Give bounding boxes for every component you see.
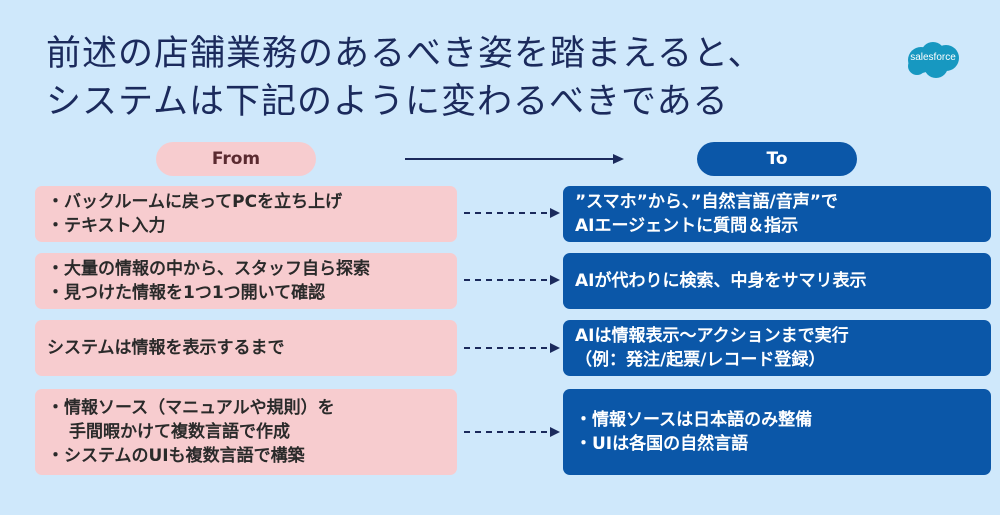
to-box-2: AIが代わりに検索、中身をサマリ表示 xyxy=(563,253,991,309)
to-1-line-2: AIエージェントに質問＆指示 xyxy=(575,216,799,236)
to-3-line-1: AIは情報表示～アクションまで実行 xyxy=(575,326,849,346)
dashed-arrow-icon xyxy=(464,275,560,285)
from-box-1: ・バックルームに戻ってPCを立ち上げ ・テキスト入力 xyxy=(35,186,457,242)
to-3-line-2: （例：発注/起票/レコード登録） xyxy=(575,350,826,370)
dashed-arrow-icon xyxy=(464,343,560,353)
cloud-icon xyxy=(908,42,959,78)
to-box-1: ”スマホ”から、”自然言語/音声”で AIエージェントに質問＆指示 xyxy=(563,186,991,242)
to-box-3: AIは情報表示～アクションまで実行 （例：発注/起票/レコード登録） xyxy=(563,320,991,376)
logo-text: salesforce xyxy=(910,52,956,63)
right-arrow-icon xyxy=(405,154,624,164)
from-header: From xyxy=(156,142,316,176)
from-1-line-2: ・テキスト入力 xyxy=(47,216,166,236)
from-4-line-1: ・情報ソース（マニュアルや規則）を xyxy=(47,398,335,418)
to-box-4: ・情報ソースは日本語のみ整備 ・UIは各国の自然言語 xyxy=(563,389,991,475)
to-4-line-2: ・UIは各国の自然言語 xyxy=(575,434,749,454)
to-4-line-1: ・情報ソースは日本語のみ整備 xyxy=(575,410,813,430)
dashed-arrow-icon xyxy=(464,208,560,218)
page-title: 前述の店舗業務のあるべき姿を踏まえると、 システムは下記のように変わるべきである xyxy=(46,30,866,126)
from-box-3: システムは情報を表示するまで xyxy=(35,320,457,376)
to-1-line-1: ”スマホ”から、”自然言語/音声”で xyxy=(575,192,838,212)
from-4-line-2: 手間暇かけて複数言語で作成 xyxy=(69,422,290,442)
to-header: To xyxy=(697,142,857,176)
from-3-line-1: システムは情報を表示するまで xyxy=(47,338,285,358)
from-2-line-2: ・見つけた情報を1つ1つ開いて確認 xyxy=(47,283,326,303)
salesforce-logo: salesforce xyxy=(903,40,963,80)
from-2-line-1: ・大量の情報の中から、スタッフ自ら探索 xyxy=(47,259,370,279)
from-box-2: ・大量の情報の中から、スタッフ自ら探索 ・見つけた情報を1つ1つ開いて確認 xyxy=(35,253,457,309)
to-2-line-1: AIが代わりに検索、中身をサマリ表示 xyxy=(575,271,867,291)
from-4-line-3: ・システムのUIも複数言語で構築 xyxy=(47,446,305,466)
title-line-2: システムは下記のように変わるべきである xyxy=(46,82,729,122)
from-box-4: ・情報ソース（マニュアルや規則）を 手間暇かけて複数言語で作成 ・システムのUI… xyxy=(35,389,457,475)
from-1-line-1: ・バックルームに戻ってPCを立ち上げ xyxy=(47,192,343,212)
dashed-arrow-icon xyxy=(464,427,560,437)
title-line-1: 前述の店舗業務のあるべき姿を踏まえると、 xyxy=(46,34,764,74)
